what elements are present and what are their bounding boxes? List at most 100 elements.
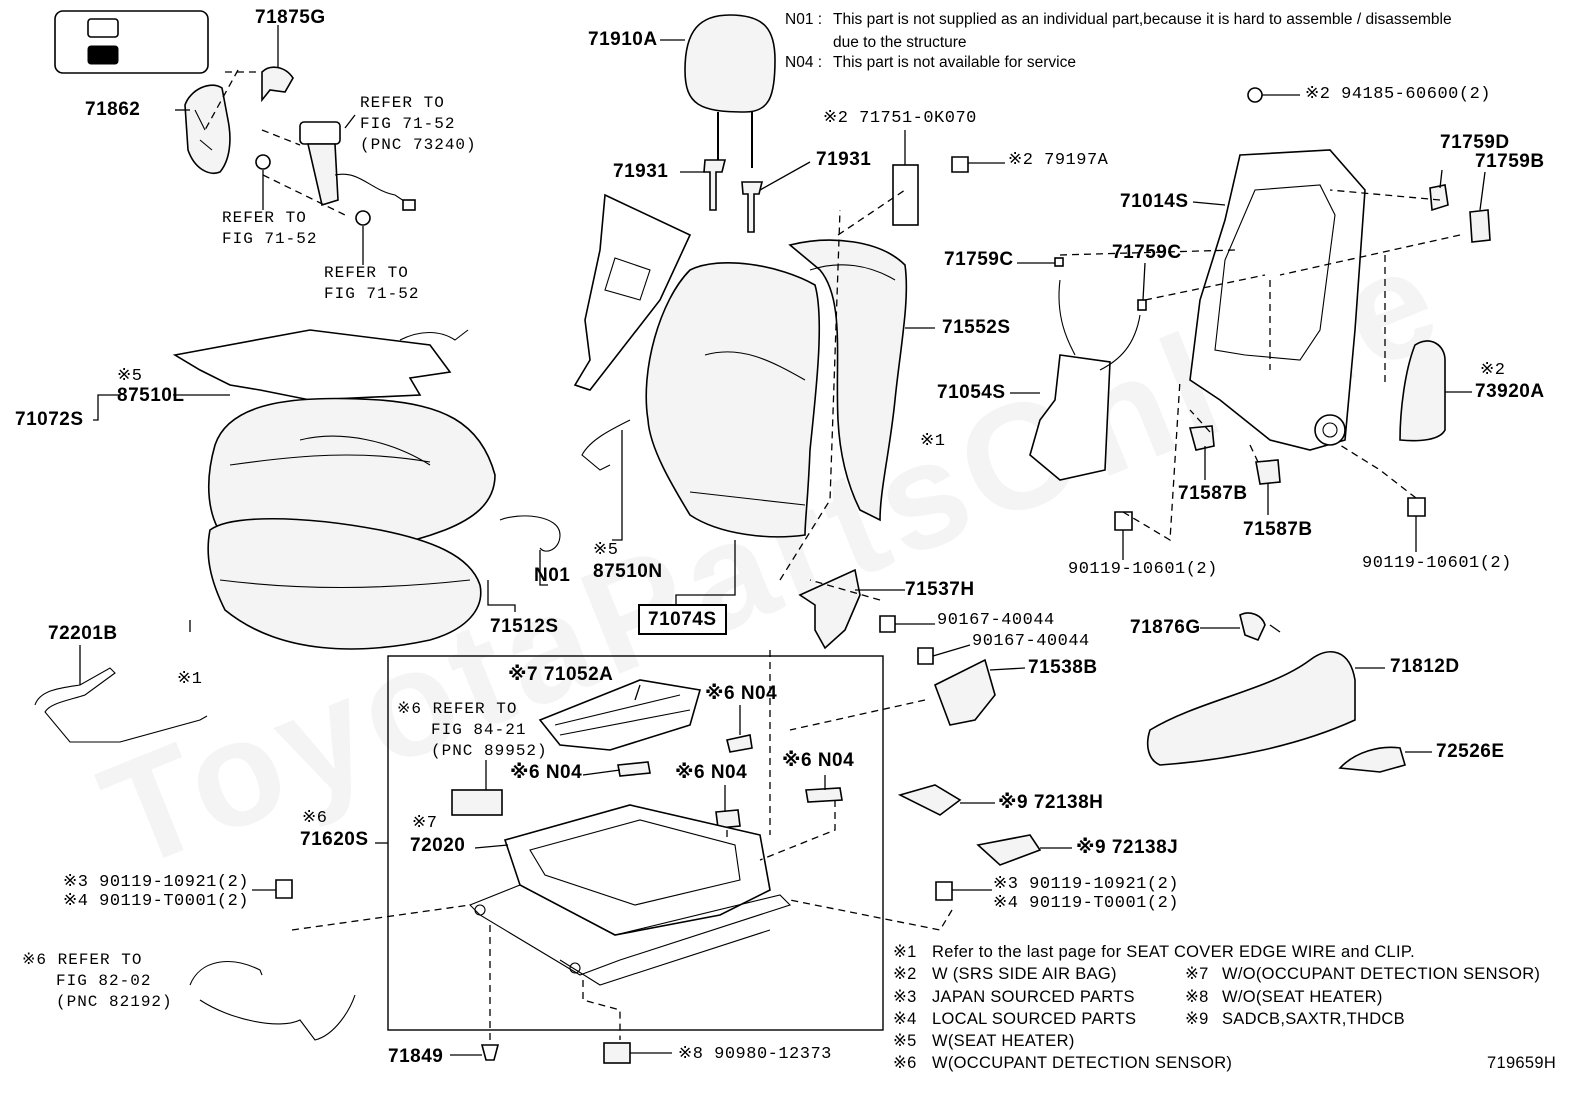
label-refer-8202-3[interactable]: (PNC 82192) xyxy=(56,993,173,1011)
label-refer-8202-2[interactable]: FIG 82-02 xyxy=(56,972,152,990)
label-90119-10921-b[interactable]: ※3 90119-10921(2) xyxy=(993,875,1179,894)
sensor-N04-shape xyxy=(726,734,753,753)
label-71538B[interactable]: 71538B xyxy=(1028,657,1098,678)
legend-text-5: W(SEAT HEATER) xyxy=(932,1032,1075,1050)
label-71512S[interactable]: 71512S xyxy=(490,616,559,637)
label-refer-a1[interactable]: REFER TO xyxy=(360,94,445,112)
dashed-assembly-lines xyxy=(204,69,1461,1040)
label-90167-b[interactable]: 90167-40044 xyxy=(972,632,1090,651)
label-N01[interactable]: N01 xyxy=(534,565,571,586)
label-90119-10921-a[interactable]: ※3 90119-10921(2) xyxy=(63,873,249,892)
headrest-guide-shape xyxy=(703,159,727,211)
label-71620S[interactable]: 71620S xyxy=(300,829,369,850)
label-72138J[interactable]: ※9 72138J xyxy=(1076,837,1179,858)
label-71759C-b[interactable]: 71759C xyxy=(1112,242,1182,263)
bracket-71587B-shape xyxy=(1255,459,1281,485)
legend-mark-2: ※2 xyxy=(893,965,917,983)
note-n01-code: N01 : xyxy=(785,11,823,28)
label-x5-b: ※5 xyxy=(593,541,619,560)
label-71537H[interactable]: 71537H xyxy=(905,579,975,600)
label-71862[interactable]: 71862 xyxy=(85,99,141,120)
legend-mark-6: ※6 xyxy=(893,1054,917,1072)
label-refer-b1[interactable]: REFER TO xyxy=(222,209,307,227)
label-refer-8421-2[interactable]: FIG 84-21 xyxy=(431,721,527,739)
label-N04-a[interactable]: ※6 N04 xyxy=(705,683,778,704)
label-79197A[interactable]: ※2 79197A xyxy=(1008,151,1109,170)
label-87510L[interactable]: 87510L xyxy=(117,385,185,406)
label-refer-8202-1[interactable]: ※6 REFER TO xyxy=(22,951,143,969)
label-N04-d[interactable]: ※6 N04 xyxy=(782,750,855,771)
clip-94185-shape xyxy=(1247,87,1263,103)
label-71759C-a[interactable]: 71759C xyxy=(944,249,1014,270)
label-x7-72020: ※7 xyxy=(412,814,438,833)
legend-mark-7: ※7 xyxy=(1185,965,1209,983)
label-71812D[interactable]: 71812D xyxy=(1390,656,1460,677)
label-73920A[interactable]: 73920A xyxy=(1475,381,1545,402)
label-71587B-a[interactable]: 71587B xyxy=(1178,483,1248,504)
label-94185[interactable]: ※2 94185-60600(2) xyxy=(1305,85,1491,104)
legend-mark-4: ※4 xyxy=(893,1010,917,1028)
label-N04-b[interactable]: ※6 N04 xyxy=(510,762,583,783)
bolt-79197A-shape xyxy=(951,156,969,173)
label-71054S[interactable]: 71054S xyxy=(937,382,1006,403)
label-71552S[interactable]: 71552S xyxy=(942,317,1011,338)
label-90167-a[interactable]: 90167-40044 xyxy=(937,611,1055,630)
label-72526E[interactable]: 72526E xyxy=(1436,741,1505,762)
label-refer-a2[interactable]: FIG 71-52 xyxy=(360,115,456,133)
label-71875G[interactable]: 71875G xyxy=(255,7,326,28)
label-90980[interactable]: ※8 90980-12373 xyxy=(678,1045,832,1064)
part-72526E-shape xyxy=(1338,746,1406,773)
label-71849[interactable]: 71849 xyxy=(388,1046,444,1067)
headrest-guide-shape xyxy=(741,181,764,233)
label-refer-8421-3[interactable]: (PNC 89952) xyxy=(431,742,548,760)
label-refer-8421-1[interactable]: ※6 REFER TO xyxy=(397,700,518,718)
spring-71052A-shape xyxy=(538,679,702,751)
label-N04-c[interactable]: ※6 N04 xyxy=(675,762,748,783)
clip-71849-shape xyxy=(480,1044,500,1061)
label-refer-c2[interactable]: FIG 71-52 xyxy=(324,285,420,303)
seat-adjuster-shape xyxy=(469,804,792,986)
label-x1-a: ※1 xyxy=(920,432,946,451)
label-90119-T0001-a[interactable]: ※4 90119-T0001(2) xyxy=(63,892,249,911)
wire-harness-82192-shape xyxy=(189,961,356,1041)
label-71074S-highlighted[interactable]: 71074S xyxy=(638,604,727,635)
cover-72138H-shape xyxy=(897,784,962,816)
label-refer-c1[interactable]: REFER TO xyxy=(324,264,409,282)
label-71931-a[interactable]: 71931 xyxy=(613,161,669,182)
sensor-N04-shape xyxy=(617,761,651,777)
seatback-cover-shape xyxy=(788,239,908,522)
label-refer-b2[interactable]: FIG 71-52 xyxy=(222,230,318,248)
label-71910A[interactable]: 71910A xyxy=(588,29,658,50)
legend-text-8: W/O(SEAT HEATER) xyxy=(1222,988,1383,1006)
label-refer-a3[interactable]: (PNC 73240) xyxy=(360,136,477,154)
label-90119-10601-b[interactable]: 90119-10601(2) xyxy=(1362,554,1512,573)
label-71751[interactable]: ※2 71751-0K070 xyxy=(823,109,977,128)
legend-text-7: W/O(OCCUPANT DETECTION SENSOR) xyxy=(1222,965,1541,983)
airbag-73920A-shape xyxy=(1399,340,1446,442)
label-73920A-mark: ※2 xyxy=(1480,361,1506,380)
label-72201B[interactable]: 72201B xyxy=(48,623,118,644)
label-90119-10601-a[interactable]: 90119-10601(2) xyxy=(1068,560,1218,579)
label-90119-T0001-b[interactable]: ※4 90119-T0001(2) xyxy=(993,894,1179,913)
connector-89952-shape xyxy=(451,789,503,816)
label-71759B[interactable]: 71759B xyxy=(1475,151,1545,172)
label-71587B-b[interactable]: 71587B xyxy=(1243,519,1313,540)
bracket-71587B-shape xyxy=(1188,425,1215,451)
label-71072S[interactable]: 71072S xyxy=(15,409,84,430)
label-71876G[interactable]: 71876G xyxy=(1130,617,1201,638)
label-72020[interactable]: 72020 xyxy=(410,835,466,856)
label-72138H[interactable]: ※9 72138H xyxy=(998,792,1104,813)
seatback-frame-shape xyxy=(1189,149,1366,451)
label-71014S[interactable]: 71014S xyxy=(1120,191,1189,212)
label-71052A[interactable]: ※7 71052A xyxy=(508,664,614,685)
label-87510N[interactable]: 87510N xyxy=(593,561,663,582)
part-71876G-shape xyxy=(1239,612,1266,642)
seatbelt-buckle-shape xyxy=(255,121,416,226)
part-71875G-shape xyxy=(261,66,294,103)
label-71759D[interactable]: 71759D xyxy=(1440,132,1510,153)
label-71931-b[interactable]: 71931 xyxy=(816,149,872,170)
legend-text-9: SADCB,SAXTR,THDCB xyxy=(1222,1010,1405,1028)
label-x5-a: ※5 xyxy=(117,367,143,386)
bolt-90167-shape xyxy=(879,615,896,633)
